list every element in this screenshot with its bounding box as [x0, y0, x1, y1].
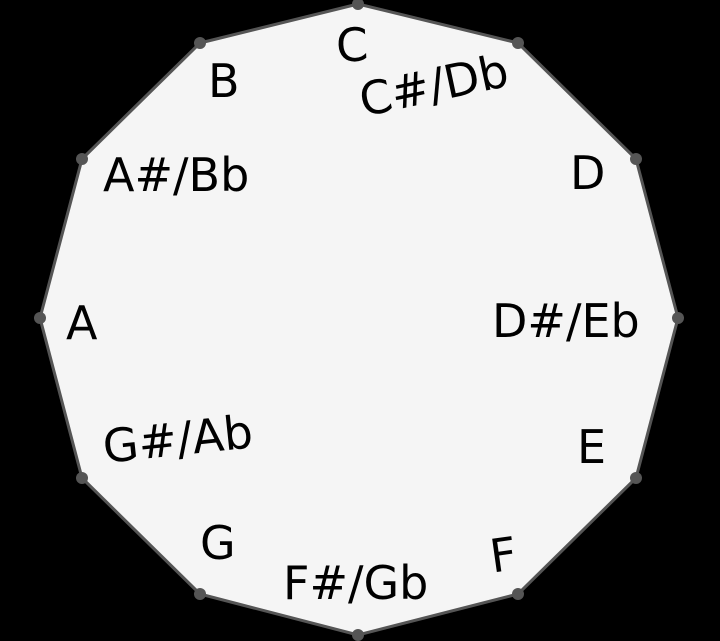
note-label-e: E	[577, 420, 607, 474]
vertex-dot	[76, 472, 88, 484]
note-label-a: A	[66, 296, 98, 350]
vertex-dot	[194, 37, 206, 49]
vertex-dot	[512, 588, 524, 600]
vertex-dot	[672, 312, 684, 324]
vertex-dot	[352, 0, 364, 10]
note-label-d: D	[570, 146, 606, 200]
vertex-dots	[34, 0, 684, 641]
note-label-a-sharp-b-flat: A#/Bb	[103, 148, 250, 202]
note-label-b: B	[208, 54, 240, 108]
note-label-d-sharp-e-flat: D#/Eb	[492, 294, 640, 348]
vertex-dot	[630, 472, 642, 484]
vertex-dot	[194, 588, 206, 600]
note-label-c: C	[334, 17, 370, 73]
note-label-g: G	[200, 516, 236, 570]
vertex-dot	[76, 153, 88, 165]
vertex-dot	[630, 153, 642, 165]
vertex-dot	[352, 629, 364, 641]
vertex-dot	[34, 312, 46, 324]
vertex-dot	[512, 37, 524, 49]
note-label-f-sharp-g-flat: F#/Gb	[283, 556, 429, 610]
